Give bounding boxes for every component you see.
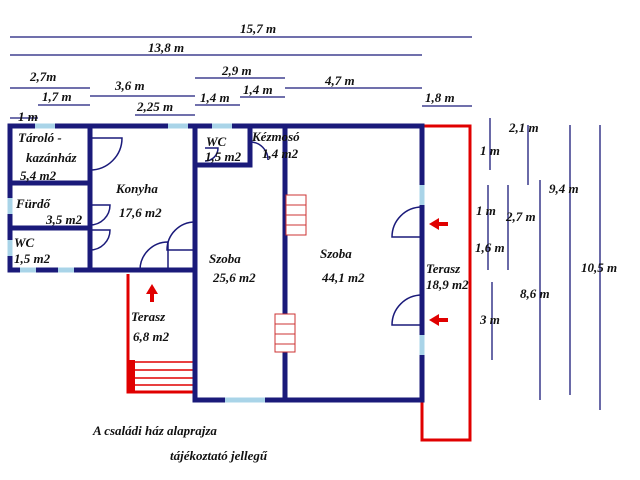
room-szoba2: Szoba: [320, 246, 352, 261]
dim-13-8: 13,8 m: [148, 40, 184, 55]
dim-2-7: 2,7m: [29, 69, 56, 84]
room-kezmoso-area: 1,4 m2: [262, 146, 299, 161]
dim-1-4a: 1,4 m: [200, 90, 230, 105]
room-terasz2-area: 18,9 m2: [426, 277, 469, 292]
openings: [274, 194, 307, 353]
door-terasz-1: [391, 206, 423, 238]
dim-1-6: 1,6 m: [475, 240, 505, 255]
dim-1-8: 1,8 m: [425, 90, 455, 105]
door-wc-upper: [204, 147, 219, 162]
top-dimension-lines: [10, 36, 472, 119]
dim-10-5: 10,5 m: [581, 260, 617, 275]
room-terasz1: Terasz: [131, 309, 166, 324]
dim-15-7: 15,7 m: [240, 21, 276, 36]
door-furdo: [89, 204, 111, 226]
door-kitchen-szoba: [166, 221, 196, 251]
caption-line1: A családi ház alaprajza: [92, 423, 217, 438]
room-wc2: WC: [206, 134, 227, 149]
room-wc1: WC: [14, 235, 35, 250]
terraces: [126, 124, 472, 442]
room-szoba1-area: 25,6 m2: [212, 270, 256, 285]
dimension-labels: 15,7 m 13,8 m 2,7m 3,6 m 2,9 m 4,7 m 1,7…: [18, 21, 617, 327]
dim-4-7: 4,7 m: [324, 73, 355, 88]
dim-2-7r: 2,7 m: [505, 209, 536, 224]
right-dimension-lines: [487, 118, 601, 410]
door-terasz-2: [391, 294, 423, 326]
dim-1-left: 1 m: [18, 109, 38, 124]
room-furdo-area: 3,5 m2: [45, 212, 83, 227]
entry-arrows: [146, 218, 448, 326]
arrow-left-icon: [429, 218, 439, 230]
arrow-left-icon-2: [429, 314, 439, 326]
doors: [89, 137, 423, 326]
room-szoba2-area: 44,1 m2: [321, 270, 365, 285]
caption-line2: tájékoztató jellegű: [170, 448, 268, 463]
dim-1-4b: 1,4 m: [243, 82, 273, 97]
dim-2-9: 2,9 m: [221, 63, 252, 78]
dim-3: 3 m: [479, 312, 500, 327]
room-wc1-area: 1,5 m2: [14, 251, 51, 266]
door-kitchen-terasz: [139, 241, 169, 271]
room-kezmoso: Kézmosó: [251, 129, 300, 144]
arrow-up-icon: [146, 284, 158, 294]
room-tarolo-line2: kazánház: [26, 150, 78, 165]
terrace-left-fill: [127, 360, 135, 392]
room-konyha: Konyha: [115, 181, 158, 196]
terrace-steps: [135, 361, 195, 386]
dim-8-6: 8,6 m: [520, 286, 550, 301]
room-tarolo-area: 5,4 m2: [20, 168, 57, 183]
dim-1-7: 1,7 m: [42, 89, 72, 104]
room-labels: Tároló - kazánház 5,4 m2 Fürdő 3,5 m2 WC…: [14, 129, 469, 344]
dim-2-25: 2,25 m: [136, 99, 173, 114]
windows: [7, 123, 425, 403]
dim-1-a: 1 m: [480, 143, 500, 158]
door-kezmoso: [249, 141, 269, 161]
caption: A családi ház alaprajza tájékoztató jell…: [92, 423, 268, 463]
dim-3-6: 3,6 m: [114, 78, 145, 93]
dim-2-1: 2,1 m: [508, 120, 539, 135]
door-wc: [89, 229, 111, 251]
room-szoba1: Szoba: [209, 251, 241, 266]
door-tarolo: [89, 137, 123, 171]
dim-9-4: 9,4 m: [549, 181, 579, 196]
opening-lower: [274, 313, 296, 353]
room-terasz2: Terasz: [426, 261, 461, 276]
dim-1-b: 1 m: [476, 203, 496, 218]
room-konyha-area: 17,6 m2: [119, 205, 162, 220]
room-terasz1-area: 6,8 m2: [133, 329, 170, 344]
room-tarolo-line1: Tároló -: [18, 130, 62, 145]
room-wc2-area: 1,5 m2: [205, 149, 242, 164]
room-furdo: Fürdő: [15, 196, 51, 211]
